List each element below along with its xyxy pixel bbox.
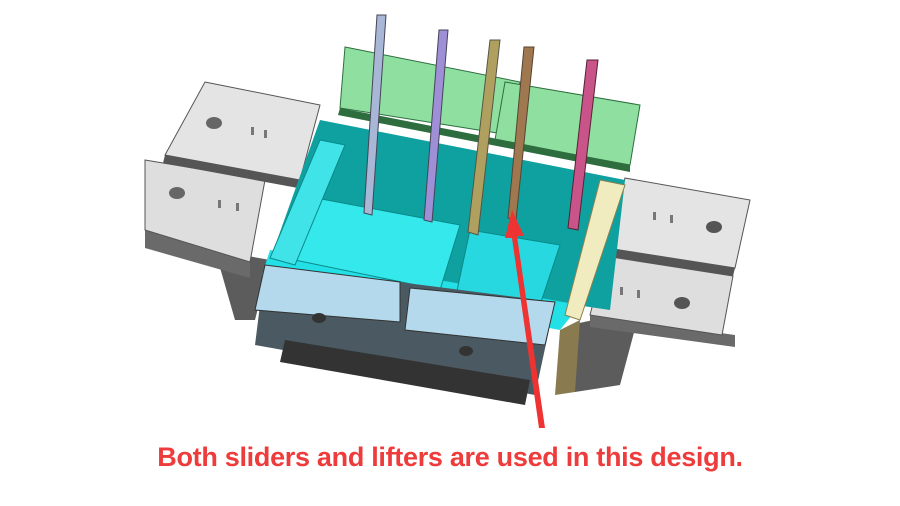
front-slider [254, 264, 556, 405]
caption: Both sliders and lifters are used in thi… [157, 442, 743, 472]
lifters [363, 14, 599, 236]
left-slider [144, 81, 321, 320]
right-slider [570, 177, 751, 392]
pointer-arrow [505, 210, 545, 428]
